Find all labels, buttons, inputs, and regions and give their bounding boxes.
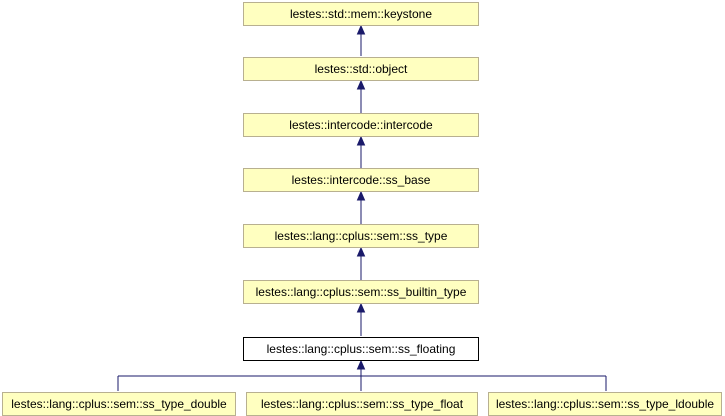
arrowhead-builtin xyxy=(356,302,366,313)
node-ss-builtin-type[interactable]: lestes::lang::cplus::sem::ss_builtin_typ… xyxy=(243,280,479,304)
node-ss-base[interactable]: lestes::intercode::ss_base xyxy=(243,168,479,192)
arrowhead-ss-base xyxy=(356,190,366,201)
node-intercode[interactable]: lestes::intercode::intercode xyxy=(243,113,479,137)
node-ss-type-float[interactable]: lestes::lang::cplus::sem::ss_type_float xyxy=(246,392,478,416)
node-ss-floating-current: lestes::lang::cplus::sem::ss_floating xyxy=(243,337,479,361)
node-ss-type[interactable]: lestes::lang::cplus::sem::ss_type xyxy=(243,224,479,248)
node-object[interactable]: lestes::std::object xyxy=(243,57,479,81)
arrowhead-keystone xyxy=(356,24,366,35)
node-keystone[interactable]: lestes::std::mem::keystone xyxy=(243,2,479,26)
arrowhead-object xyxy=(356,79,366,90)
arrowhead-intercode xyxy=(356,135,366,146)
arrowhead-ss-type xyxy=(356,246,366,257)
node-ss-type-ldouble[interactable]: lestes::lang::cplus::sem::ss_type_ldoubl… xyxy=(488,392,722,416)
node-ss-type-double[interactable]: lestes::lang::cplus::sem::ss_type_double xyxy=(2,392,236,416)
arrowhead-floating xyxy=(356,359,366,370)
